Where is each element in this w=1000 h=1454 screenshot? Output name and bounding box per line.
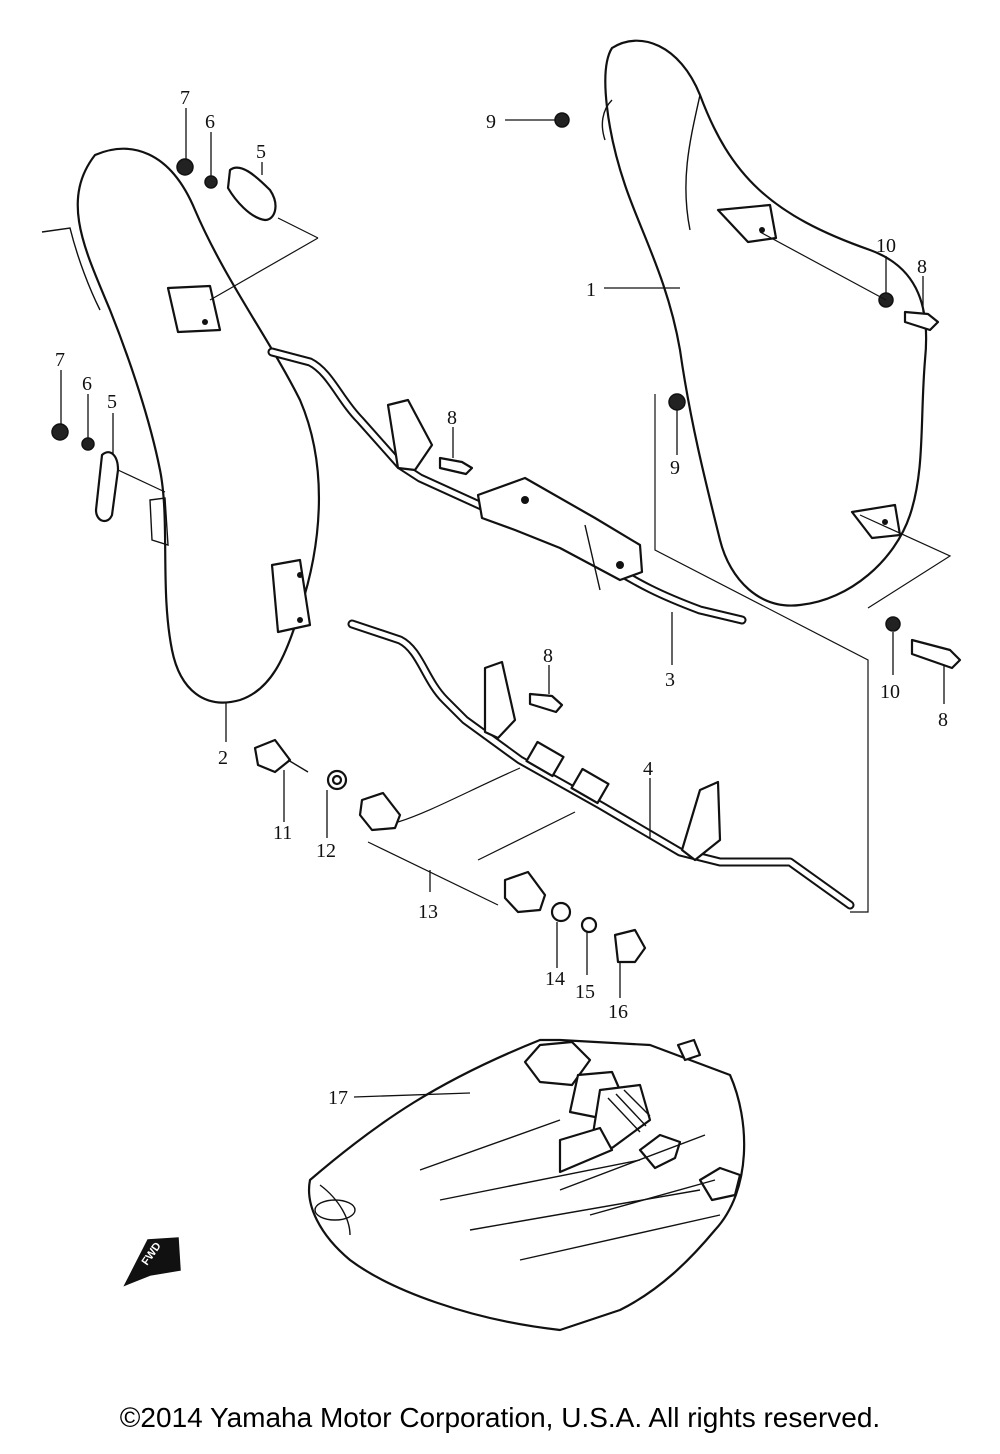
callout-17: 17 [328, 1087, 348, 1109]
callout-4: 4 [643, 758, 653, 780]
bracket-hardware-upper [176, 158, 319, 301]
tool-bag [307, 1038, 746, 1332]
leader-lines [60, 108, 945, 1098]
bracket-hardware-lower [51, 423, 166, 523]
callout-15: 15 [575, 981, 595, 1003]
callout-11: 11 [273, 822, 292, 844]
callout-10-upper: 10 [876, 235, 896, 257]
callout-5-upper: 5 [256, 141, 266, 163]
copyright-notice: ©2014 Yamaha Motor Corporation, U.S.A. A… [119, 1402, 881, 1433]
callout-14: 14 [545, 968, 565, 990]
callout-5-lower: 5 [107, 391, 117, 413]
callout-8-center: 8 [447, 407, 457, 429]
callout-2: 2 [218, 747, 228, 769]
parts-exploded-diagram: FWD 1 2 3 4 5 5 6 6 [41, 39, 962, 1332]
callout-8-right-upper: 8 [917, 256, 927, 278]
callout-10-lower: 10 [880, 681, 900, 703]
callout-3: 3 [665, 669, 675, 691]
left-side-cover [41, 147, 321, 704]
callout-1: 1 [586, 279, 596, 301]
callout-7-lower: 7 [55, 349, 65, 371]
callout-13: 13 [418, 901, 438, 923]
callout-6-lower: 6 [82, 373, 92, 395]
upper-stay-rod [267, 347, 747, 625]
callout-8-right-lower: 8 [938, 709, 948, 731]
callout-9-lower: 9 [670, 457, 680, 479]
right-side-cover [601, 39, 928, 607]
callout-9-upper: 9 [486, 111, 496, 133]
lower-stay-rod [347, 619, 855, 910]
pivot-hardware [253, 738, 647, 964]
callout-12: 12 [316, 840, 336, 862]
callout-6-upper: 6 [205, 111, 215, 133]
forward-arrow-icon: FWD [123, 1237, 181, 1287]
callout-labels: 1 2 3 4 5 5 6 6 7 7 8 8 8 8 9 9 10 10 11… [55, 87, 948, 1109]
callout-8-lower: 8 [543, 645, 553, 667]
callout-7-upper: 7 [180, 87, 190, 109]
callout-16: 16 [608, 1001, 628, 1023]
